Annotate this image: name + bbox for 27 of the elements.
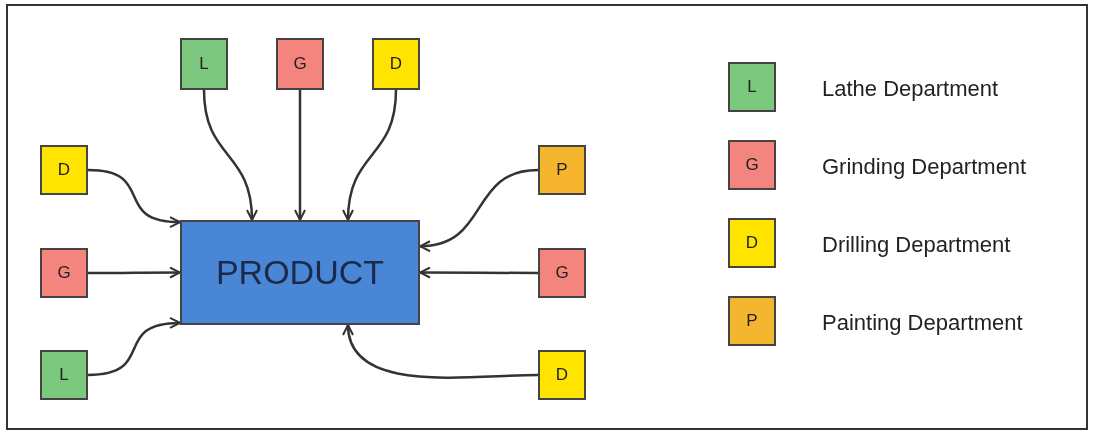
legend-label: Painting Department (822, 309, 1023, 337)
arrow (87, 317, 181, 377)
arrow (87, 168, 181, 228)
department-box: D (372, 38, 420, 90)
arrow (342, 89, 398, 221)
legend-swatch: G (728, 140, 776, 190)
legend-swatch: D (728, 218, 776, 268)
department-box: D (538, 350, 586, 400)
department-box: G (276, 38, 324, 90)
legend-label: Grinding Department (822, 153, 1027, 181)
legend-label: Lathe Department (822, 75, 999, 103)
arrow (294, 90, 306, 221)
department-box: G (40, 248, 88, 298)
arrow (343, 324, 539, 379)
legend-swatch: P (728, 296, 776, 346)
department-box: L (180, 38, 228, 90)
arrow (419, 266, 538, 279)
department-box: D (40, 145, 88, 195)
arrow (202, 89, 258, 221)
department-box: G (538, 248, 586, 298)
department-box: P (538, 145, 586, 195)
arrow (419, 168, 539, 252)
department-box: L (40, 350, 88, 400)
legend-label: Drilling Department (822, 231, 1011, 259)
arrow (88, 266, 181, 279)
product-box: PRODUCT (180, 220, 420, 325)
legend-swatch: L (728, 62, 776, 112)
